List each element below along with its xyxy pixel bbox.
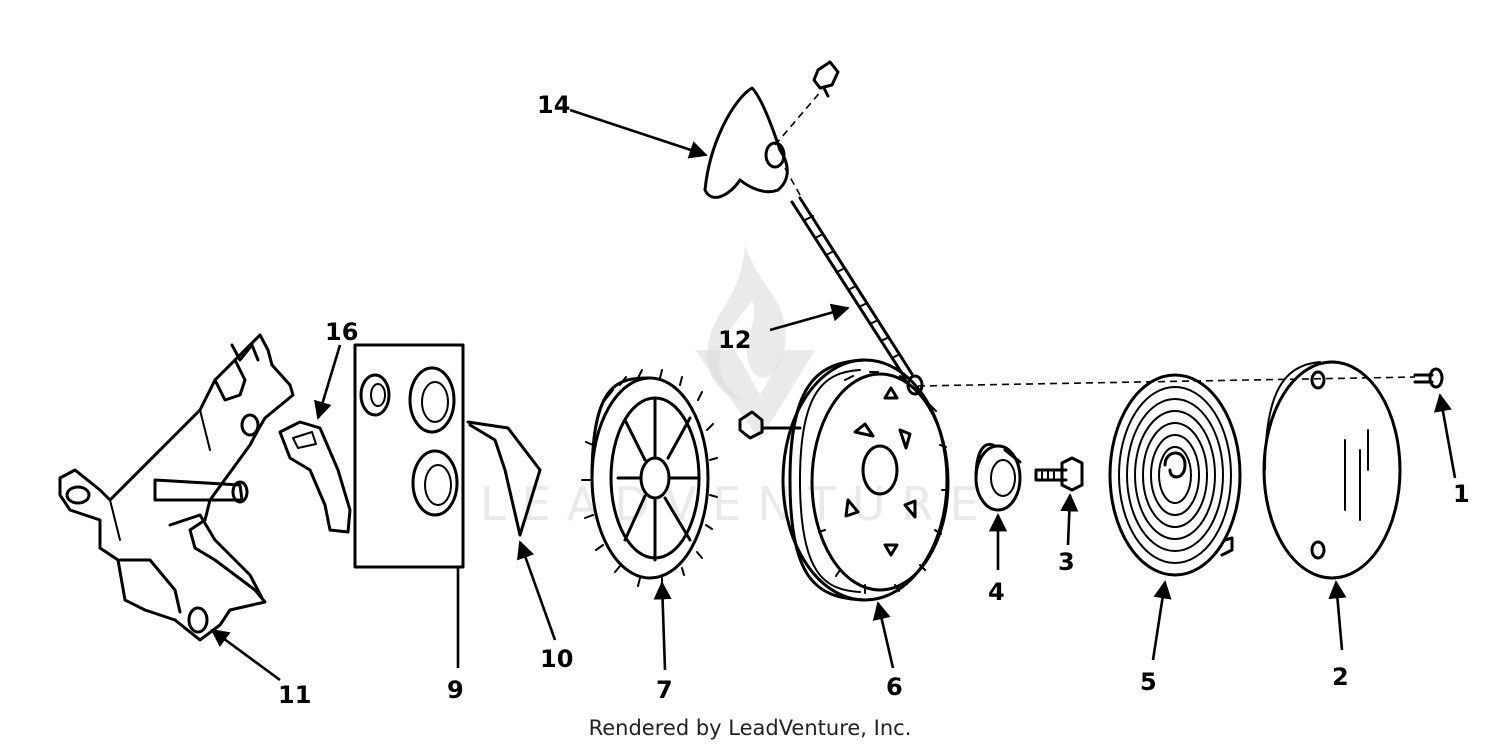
part-16-spring: [278, 420, 352, 534]
callout-5: 5: [1140, 668, 1157, 696]
callout-2: 2: [1332, 663, 1349, 691]
part-3-bolt: [1034, 456, 1084, 492]
watermark: LEADVENTURE: [480, 245, 995, 531]
part-2-cover: [1262, 360, 1402, 580]
callout-10: 10: [540, 645, 573, 673]
part-7-gear: [581, 369, 718, 587]
callout-11: 11: [278, 681, 311, 709]
callout-4: 4: [988, 578, 1005, 606]
part-10-wire-spring: [466, 420, 542, 537]
part-4-bushing: [974, 443, 1022, 512]
part-12-rope: [790, 196, 914, 380]
callout-7: 7: [656, 676, 673, 704]
callout-6: 6: [886, 673, 903, 701]
part-14-handle: [703, 60, 840, 199]
callout-9: 9: [447, 676, 464, 704]
part-6-pulley: [738, 358, 950, 602]
part-9-gasket: [353, 343, 465, 569]
footer-credit: Rendered by LeadVenture, Inc.: [588, 716, 912, 740]
alignment-lines: [774, 89, 1416, 387]
callout-labels: 1 2 3 4 5 6 7 9 10 11 12 14 16: [278, 91, 1470, 709]
callout-3: 3: [1058, 548, 1075, 576]
callout-1: 1: [1453, 480, 1470, 508]
callout-16: 16: [325, 318, 358, 346]
part-11-bracket: [58, 333, 295, 642]
part-1-screw: [1413, 367, 1444, 389]
watermark-text: LEADVENTURE: [480, 477, 995, 531]
callout-12: 12: [718, 326, 751, 354]
v-logo-icon: [695, 350, 815, 440]
callout-14: 14: [537, 91, 570, 119]
leader-arrows: [210, 108, 1457, 682]
flame-logo-icon: [707, 245, 786, 400]
part-5-spring-coil: [1108, 373, 1242, 577]
